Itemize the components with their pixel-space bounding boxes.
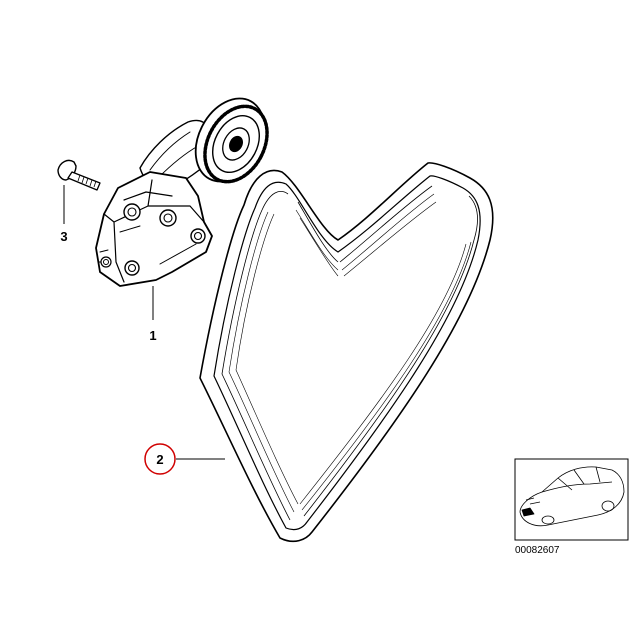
vehicle-thumbnail[interactable]: 00082607 xyxy=(514,458,629,556)
drive-belt[interactable] xyxy=(199,162,494,543)
bolt[interactable] xyxy=(57,159,101,191)
diagram-code: 00082607 xyxy=(515,545,560,556)
callout-label-2: 2 xyxy=(156,452,163,467)
highlight-circle xyxy=(144,443,176,475)
car-silhouette-icon xyxy=(519,466,625,527)
callout-label-3: 3 xyxy=(60,229,67,244)
callout-label-1: 1 xyxy=(149,328,156,343)
thumbnail-frame xyxy=(514,458,629,541)
tensioner-assembly[interactable] xyxy=(95,87,280,287)
leader-lines xyxy=(63,185,225,460)
